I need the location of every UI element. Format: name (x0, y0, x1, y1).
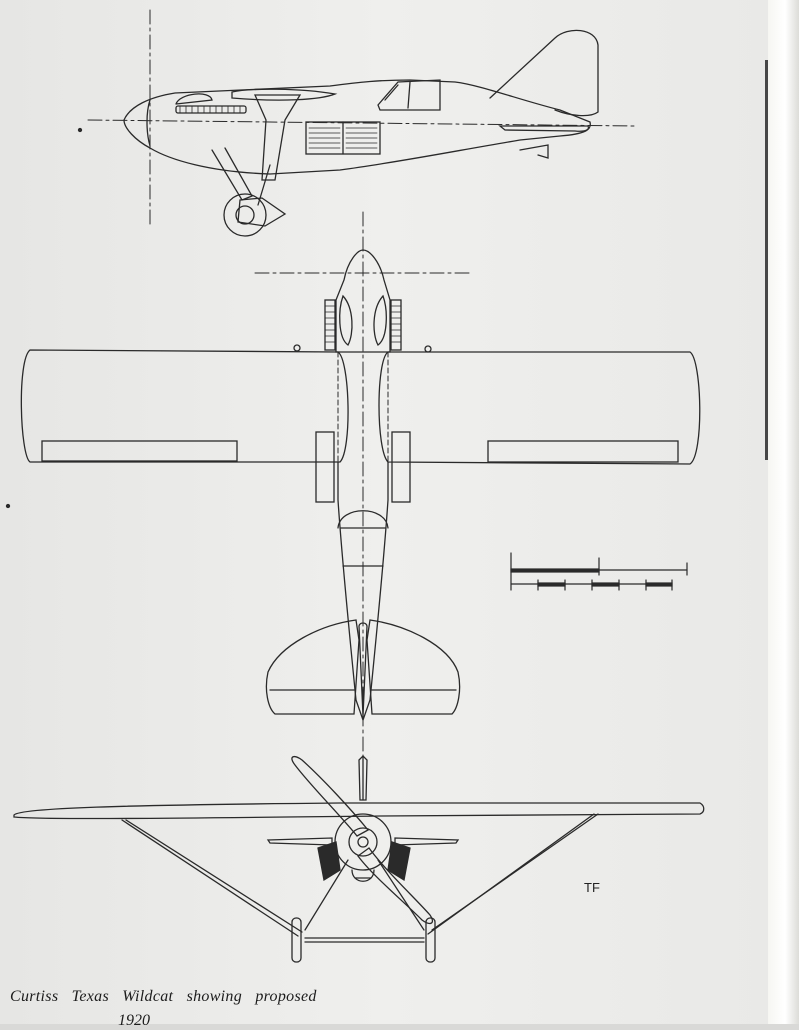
side-view (87, 9, 636, 237)
book-spine-edge (768, 0, 799, 1024)
figure-caption-line-2: 1920 (118, 1012, 150, 1029)
draftsman-initials: TF (584, 880, 600, 895)
plan-view (20, 211, 701, 761)
figure-caption-line-1: Curtiss Texas Wildcat showing proposed (10, 988, 317, 1005)
front-view (13, 755, 705, 963)
three-view-aircraft-drawing (5, 9, 705, 963)
scale-bar (510, 552, 688, 591)
book-page (0, 0, 768, 1024)
page-gutter-shadow (765, 60, 769, 460)
